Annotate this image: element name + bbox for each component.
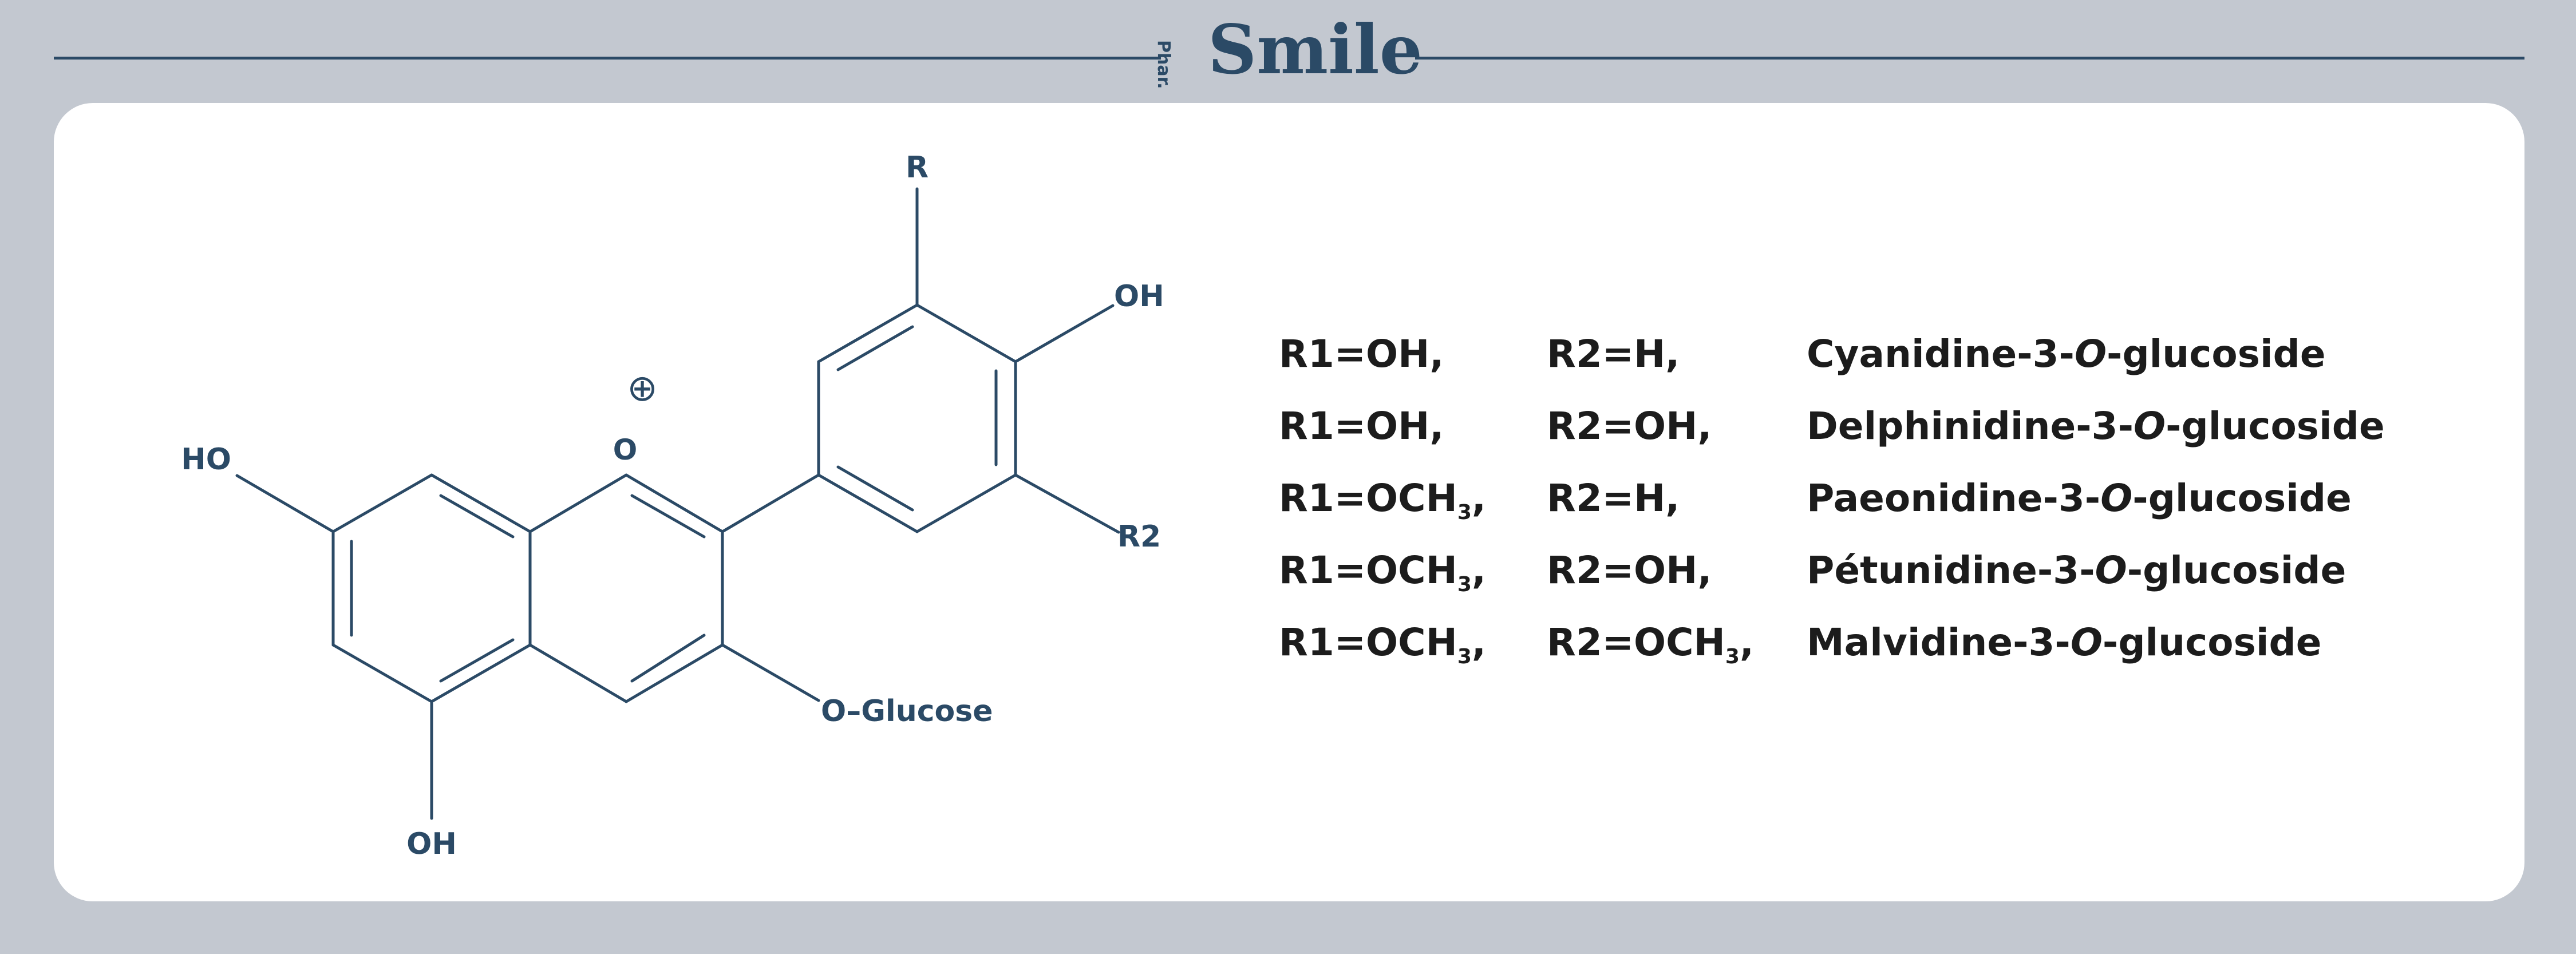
brand-name: Smile [1208,10,1423,89]
r1-value: R1=OH, [1279,332,1444,376]
r2-value: R2=H, [1547,476,1680,520]
label-r: R [906,151,929,185]
label-positive-charge: ⊕ [627,367,658,410]
r2-value: R2=H, [1547,332,1680,376]
compound-name: Cyanidine-3-O-glucoside [1807,332,2326,376]
anthocyanin-structure-diagram: R OH R2 HO O ⊕ OH O–Glucose [181,151,1164,861]
r2-value: R2=OH, [1547,404,1712,448]
label-oh-top: OH [1114,279,1164,314]
r1-value: R1=OCH3, [1279,620,1486,669]
r1-value: R1=OH, [1279,404,1444,448]
brand-logo: Phar. Smile [1153,11,1423,97]
compound-name: Malvidine-3-O-glucoside [1807,620,2322,664]
label-oh-bottom: OH [406,827,457,861]
label-ho-left: HO [181,442,231,477]
header-divider-left [54,57,1161,60]
compound-name: Delphinidine-3-O-glucoside [1807,404,2385,448]
header-divider-right [1415,57,2524,60]
structure-bonds [235,187,1120,820]
compound-name: Pétunidine-3-O-glucoside [1807,548,2346,592]
brand-prefix: Phar. [1153,40,1174,89]
r1-value: R1=OCH3, [1279,476,1486,525]
label-ring-oxygen: O [613,433,638,466]
content-card: R OH R2 HO O ⊕ OH O–Glucose R1=OH, R2=H,… [54,103,2524,901]
r2-value: R2=OH, [1547,548,1712,592]
r1-value: R1=OCH3, [1279,548,1486,597]
label-o-glucose: O–Glucose [821,694,993,729]
label-r2: R2 [1117,520,1161,554]
r2-value: R2=OCH3, [1547,620,1754,669]
compound-name: Paeonidine-3-O-glucoside [1807,476,2352,520]
